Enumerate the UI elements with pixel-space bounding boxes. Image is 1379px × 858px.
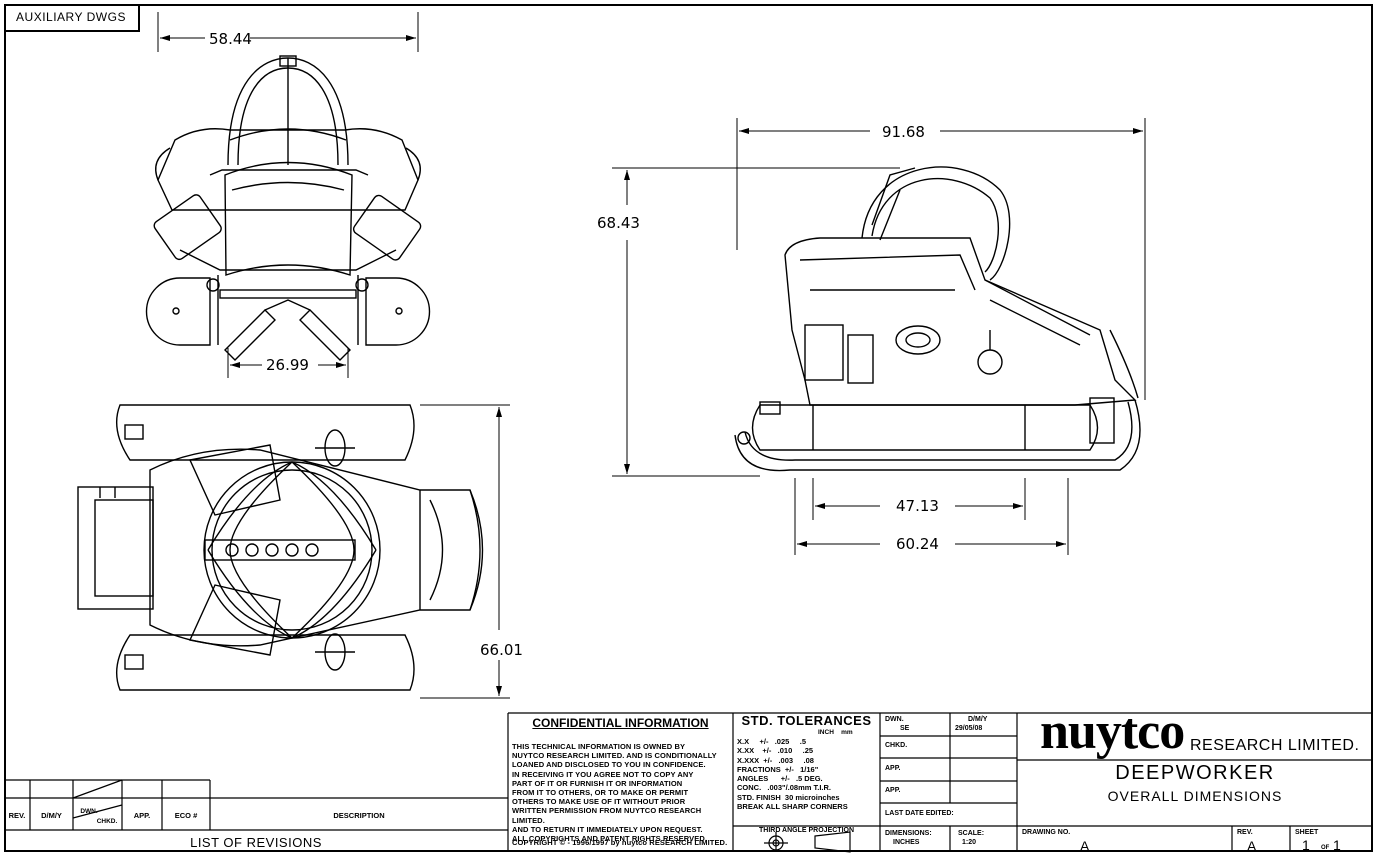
scale-label: SCALE: xyxy=(958,830,985,837)
dim-top-width: 66.01 xyxy=(480,641,523,659)
front-view xyxy=(145,55,431,361)
dims-label: DIMENSIONS: xyxy=(885,830,932,837)
research-limited-label: RESEARCH LIMITED. xyxy=(1190,737,1360,754)
drawing-no-value: A xyxy=(1080,838,1090,854)
drawing-subtitle: OVERALL DIMENSIONS xyxy=(1107,788,1283,804)
third-angle-projection-label: THIRD ANGLE PROJECTION xyxy=(758,827,855,834)
scale-value: 1:20 xyxy=(962,839,977,846)
confidential-title: CONFIDENTIAL INFORMATION xyxy=(532,716,709,730)
dwn-value: SE xyxy=(900,725,910,732)
rev-value: A xyxy=(1247,838,1257,854)
top-view xyxy=(77,404,484,691)
top-dimension-lines xyxy=(420,404,510,699)
list-of-revisions-label: LIST OF REVISIONS xyxy=(190,835,322,850)
sheet-label: SHEET xyxy=(1295,829,1319,836)
company-logo: nuytco xyxy=(1040,703,1185,760)
sheet-of-label: OF xyxy=(1321,845,1330,851)
confidential-body: THIS TECHNICAL INFORMATION IS OWNED BY N… xyxy=(512,742,717,844)
dim-front-base: 26.99 xyxy=(266,356,309,374)
side-dimension-lines xyxy=(612,118,1146,555)
copyright-line: COPYRIGHT © - 1996/1997 by nuytco RESEAR… xyxy=(512,838,728,847)
rev-col-app: APP. xyxy=(133,811,151,820)
sheet-number: 1 xyxy=(1302,837,1310,853)
front-dimension-lines xyxy=(157,12,419,378)
rev-col-dwn: DWN. xyxy=(80,808,98,815)
dim-side-height: 68.43 xyxy=(597,214,640,232)
dim-side-outer: 60.24 xyxy=(896,535,939,553)
drawing-sheet-border xyxy=(4,4,1373,852)
rev-col-chkd: CHKD. xyxy=(96,818,118,825)
drawing-no-label: DRAWING NO. xyxy=(1022,829,1071,836)
dims-value: INCHES xyxy=(893,839,920,846)
date-label: D/M/Y xyxy=(968,716,988,723)
tolerances-title: STD. TOLERANCES xyxy=(741,713,872,728)
tolerances-units: INCH mm xyxy=(818,729,853,736)
date-value: 29/05/08 xyxy=(955,725,983,732)
dim-front-width: 58.44 xyxy=(209,30,252,48)
title-block-grid xyxy=(507,712,1373,852)
auxiliary-drawings-tag: AUXILIARY DWGS xyxy=(4,4,140,32)
rev-col-date: D/M/Y xyxy=(41,811,62,820)
tolerances-table: X.X +/- .025 .5 X.XX +/- .010 .25 X.XXX … xyxy=(737,737,848,812)
dim-side-length: 91.68 xyxy=(882,123,925,141)
revision-block xyxy=(4,779,508,831)
last-edited-label: LAST DATE EDITED: xyxy=(885,810,954,817)
dwn-label: DWN. xyxy=(885,716,904,723)
dim-side-inner: 47.13 xyxy=(896,497,939,515)
product-name: DEEPWORKER xyxy=(1115,762,1275,784)
rev-label: REV. xyxy=(1237,829,1253,836)
side-view xyxy=(734,166,1141,472)
rev-col-description: DESCRIPTION xyxy=(333,811,385,820)
third-angle-projection-icon xyxy=(764,831,851,853)
sheet-total: 1 xyxy=(1333,837,1341,853)
rev-col-eco: ECO # xyxy=(174,811,198,820)
chkd-label: CHKD. xyxy=(885,742,908,749)
app1-label: APP. xyxy=(885,765,901,772)
rev-col-rev: REV. xyxy=(8,811,26,820)
app2-label: APP. xyxy=(885,787,901,794)
